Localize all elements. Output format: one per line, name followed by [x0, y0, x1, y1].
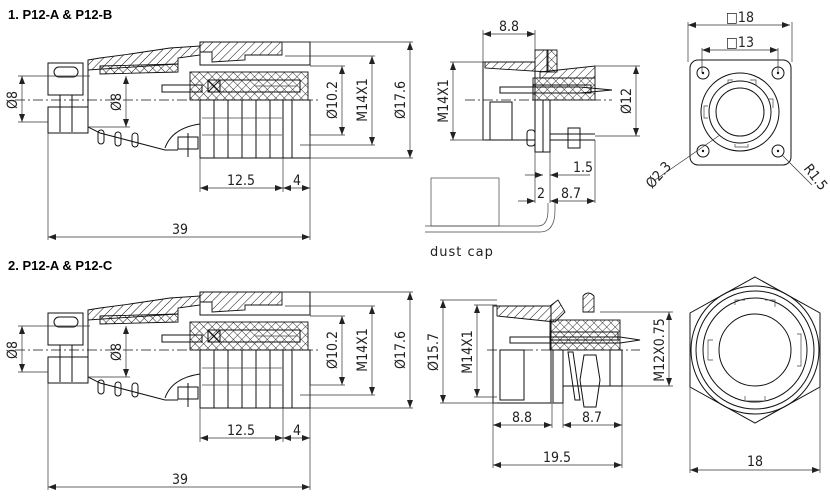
- dim-len-a: 12.5: [227, 423, 255, 439]
- dim-depth: 8.7: [561, 186, 581, 202]
- dim-hole-dia: Ø2.3: [643, 159, 675, 192]
- dim-socket-dia: Ø12: [619, 88, 635, 114]
- dim-thread: M14X1: [355, 328, 371, 372]
- dim-panel: 1.5: [573, 160, 593, 176]
- dim-front-len: 8.8: [512, 410, 532, 426]
- dim-total: 39: [172, 472, 188, 488]
- socket-front-view-2: 18: [689, 276, 821, 473]
- dim-socket-total: 19.5: [543, 450, 571, 466]
- plug-side-view-2: [15, 292, 413, 490]
- dim-len-b: 4: [293, 173, 301, 189]
- dim-total: 39: [172, 222, 188, 238]
- dim-len-a: 12.5: [227, 173, 255, 189]
- dim-socket-thread: M14X1: [436, 79, 452, 123]
- dim-socket-thread: M14X1: [460, 330, 476, 374]
- dim-pin-dia: Ø10.2: [325, 331, 341, 369]
- socket-side-view-2: Ø15.7 M14X1 M12X0.75 8.8 8.7 19.5: [426, 292, 673, 468]
- section2-title: 2. P12-A & P12-C: [8, 258, 113, 273]
- dim-rear-len: 8.7: [582, 410, 602, 426]
- dim-len-b: 4: [293, 423, 301, 439]
- plug-dims-1: Ø8 Ø8 Ø10.2 M14X1 Ø17.6 12.5 4 39: [5, 78, 409, 238]
- section1-title: 1. P12-A & P12-B: [8, 7, 112, 22]
- dim-flange-outer: □18: [726, 10, 754, 26]
- dim-clamp-dia: Ø8: [109, 343, 125, 361]
- dim-outer-dia: Ø17.6: [393, 81, 409, 119]
- plug-dims-2: Ø8 Ø8 Ø10.2 M14X1 Ø17.6 12.5 4 39: [5, 328, 409, 488]
- dim-clamp-dia: Ø8: [109, 93, 125, 111]
- dim-hex: 18: [747, 454, 763, 470]
- dust-cap: dust cap: [425, 177, 556, 260]
- dust-cap-label: dust cap: [430, 245, 494, 260]
- socket-front-view-1: □18 □13 Ø2.3 R1.5: [643, 10, 830, 194]
- dim-flange-holes: □13: [726, 35, 754, 51]
- dim-cable-dia: Ø8: [5, 91, 21, 109]
- dim-outer-dia: Ø17.6: [393, 331, 409, 369]
- dim-cable-dia: Ø8: [5, 341, 21, 359]
- dim-gap: 2: [537, 186, 545, 202]
- dim-rear-thread: M12X0.75: [652, 318, 668, 382]
- dim-socket-flange: 8.8: [499, 19, 519, 35]
- socket-side-view-1: M14X1 8.8 Ø12 1.5 2 8.7: [436, 19, 640, 204]
- dim-pin-dia: Ø10.2: [325, 81, 341, 119]
- dim-socket-outer-dia: Ø15.7: [426, 333, 442, 371]
- dim-thread: M14X1: [355, 78, 371, 122]
- plug-side-view-1: [15, 42, 413, 240]
